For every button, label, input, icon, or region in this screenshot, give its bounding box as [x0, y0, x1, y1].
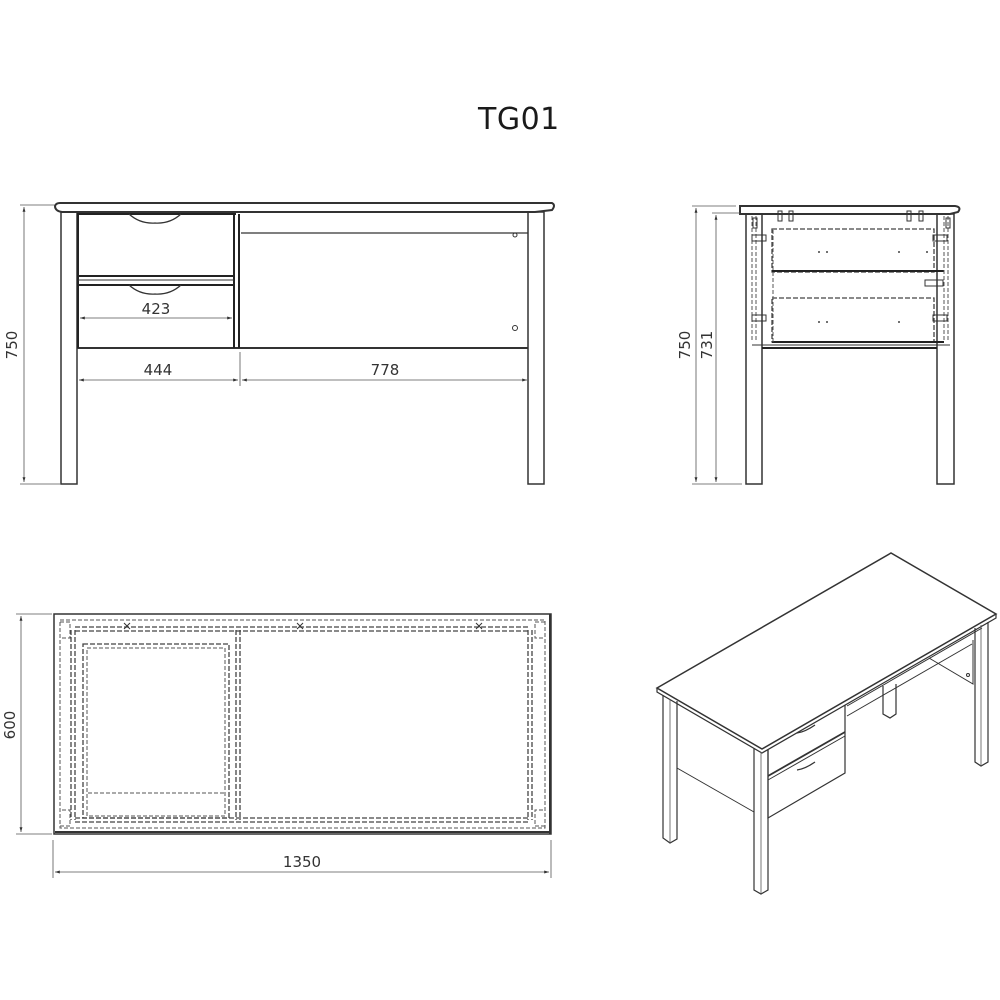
top-width-dimension: 1350 [283, 853, 321, 871]
drawing-title: TG01 [478, 102, 560, 137]
open-section-width-dimension: 778 [371, 361, 400, 379]
front-height-dimension: 750 [3, 331, 21, 360]
top-view: 600 1350 [1, 613, 552, 878]
isometric-view [655, 552, 998, 895]
front-view: 750 423 444 778 [3, 202, 555, 485]
side-view: 750 731 [676, 205, 961, 485]
drawer-section-width-dimension: 444 [144, 361, 173, 379]
side-underside-height-dimension: 731 [698, 331, 716, 360]
drawer-inner-width-dimension: 423 [142, 300, 171, 318]
top-depth-dimension: 600 [1, 711, 19, 740]
side-total-height-dimension: 750 [676, 331, 694, 360]
